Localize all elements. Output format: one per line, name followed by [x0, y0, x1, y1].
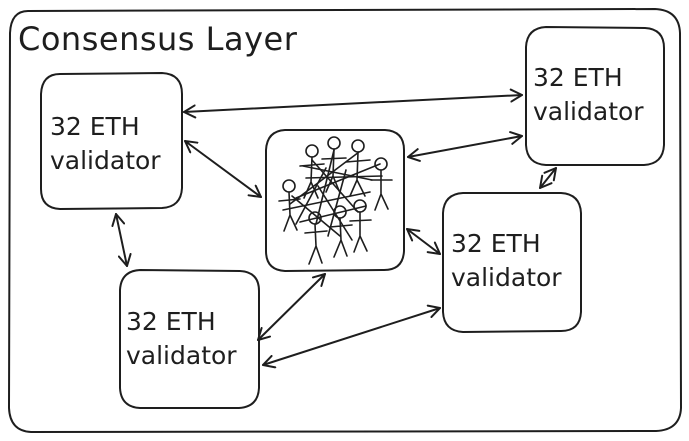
validator-label-line1: 32 ETH [533, 63, 623, 92]
connector-arrows [111, 88, 557, 369]
validator-label-line2: validator [50, 146, 161, 175]
arrow-bottomleft-right [262, 304, 441, 369]
validator-node-right: 32 ETH validator [442, 192, 582, 333]
network-hub [265, 129, 405, 272]
validator-label-line2: validator [533, 97, 644, 126]
validator-node-top-right: 32 ETH validator [525, 26, 665, 166]
validator-label-line2: validator [126, 341, 237, 370]
crowd-of-stick-figures-icon [278, 136, 393, 265]
arrow-topright-right [539, 167, 557, 189]
validator-node-bottom-left: 32 ETH validator [119, 269, 260, 409]
diagram-title: Consensus Layer [18, 20, 298, 58]
arrow-hub-topright [407, 131, 523, 162]
validator-label-line2: validator [451, 263, 562, 292]
arrow-topleft-hub [184, 140, 262, 198]
arrow-topleft-bottomleft [111, 213, 132, 267]
arrow-hub-right [406, 228, 441, 255]
validator-label-line1: 32 ETH [50, 112, 140, 141]
validator-node-top-left: 32 ETH validator [40, 72, 183, 210]
arrow-topleft-topright [183, 88, 523, 119]
arrow-hub-bottomleft [257, 273, 326, 341]
validator-label-line1: 32 ETH [451, 229, 541, 258]
validator-label-line1: 32 ETH [126, 307, 216, 336]
consensus-layer-container [8, 8, 682, 433]
